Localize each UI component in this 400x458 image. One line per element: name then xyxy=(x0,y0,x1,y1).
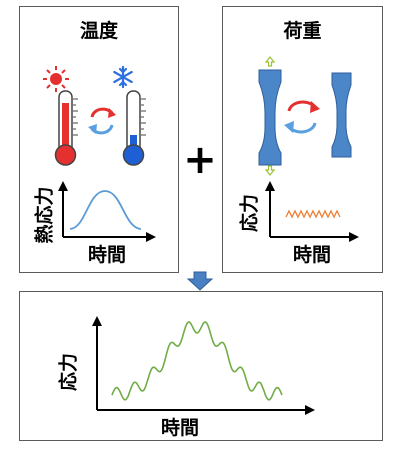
combined-graphics: 応力 時間 xyxy=(57,316,315,439)
sun-icon xyxy=(43,66,69,92)
combined-stress-ylabel: 応力 xyxy=(57,353,80,391)
combined-stress-curve xyxy=(111,321,283,401)
thermal-stress-curve xyxy=(69,190,142,230)
tensile-specimen-small-icon xyxy=(331,72,352,158)
combined-result-panel: 応力 時間 xyxy=(19,291,383,441)
snowflake-icon xyxy=(113,65,133,89)
temperature-panel: 温度 xyxy=(19,6,179,273)
temperature-graphics: 熱応力 時間 xyxy=(33,65,156,266)
tension-down-arrow-icon xyxy=(264,165,276,176)
thermometer-cold-icon xyxy=(122,90,146,166)
thermometer-hot-icon xyxy=(54,90,78,166)
temperature-time-xlabel: 時間 xyxy=(88,244,126,266)
combined-stress-axes xyxy=(92,316,315,415)
cycle-arrows-icon xyxy=(284,100,320,134)
load-panel: 荷重 応力 時間 xyxy=(222,6,383,273)
combined-time-xlabel: 時間 xyxy=(161,417,199,439)
load-title: 荷重 xyxy=(283,20,322,42)
load-stress-curve xyxy=(285,209,341,219)
load-graphics: 応力 時間 xyxy=(238,56,359,266)
load-time-xlabel: 時間 xyxy=(293,244,331,266)
thermal-stress-ylabel: 熱応力 xyxy=(33,186,56,243)
cycle-arrows-icon xyxy=(88,107,116,135)
thermal-stress-axes xyxy=(58,181,156,242)
plus-operator: + xyxy=(183,137,217,183)
load-stress-ylabel: 応力 xyxy=(238,194,261,232)
load-stress-axes xyxy=(265,181,359,242)
tensile-specimen-icon xyxy=(258,69,282,166)
down-arrow-icon xyxy=(186,271,214,291)
temperature-title: 温度 xyxy=(79,20,118,42)
tension-up-arrow-icon xyxy=(264,56,276,67)
